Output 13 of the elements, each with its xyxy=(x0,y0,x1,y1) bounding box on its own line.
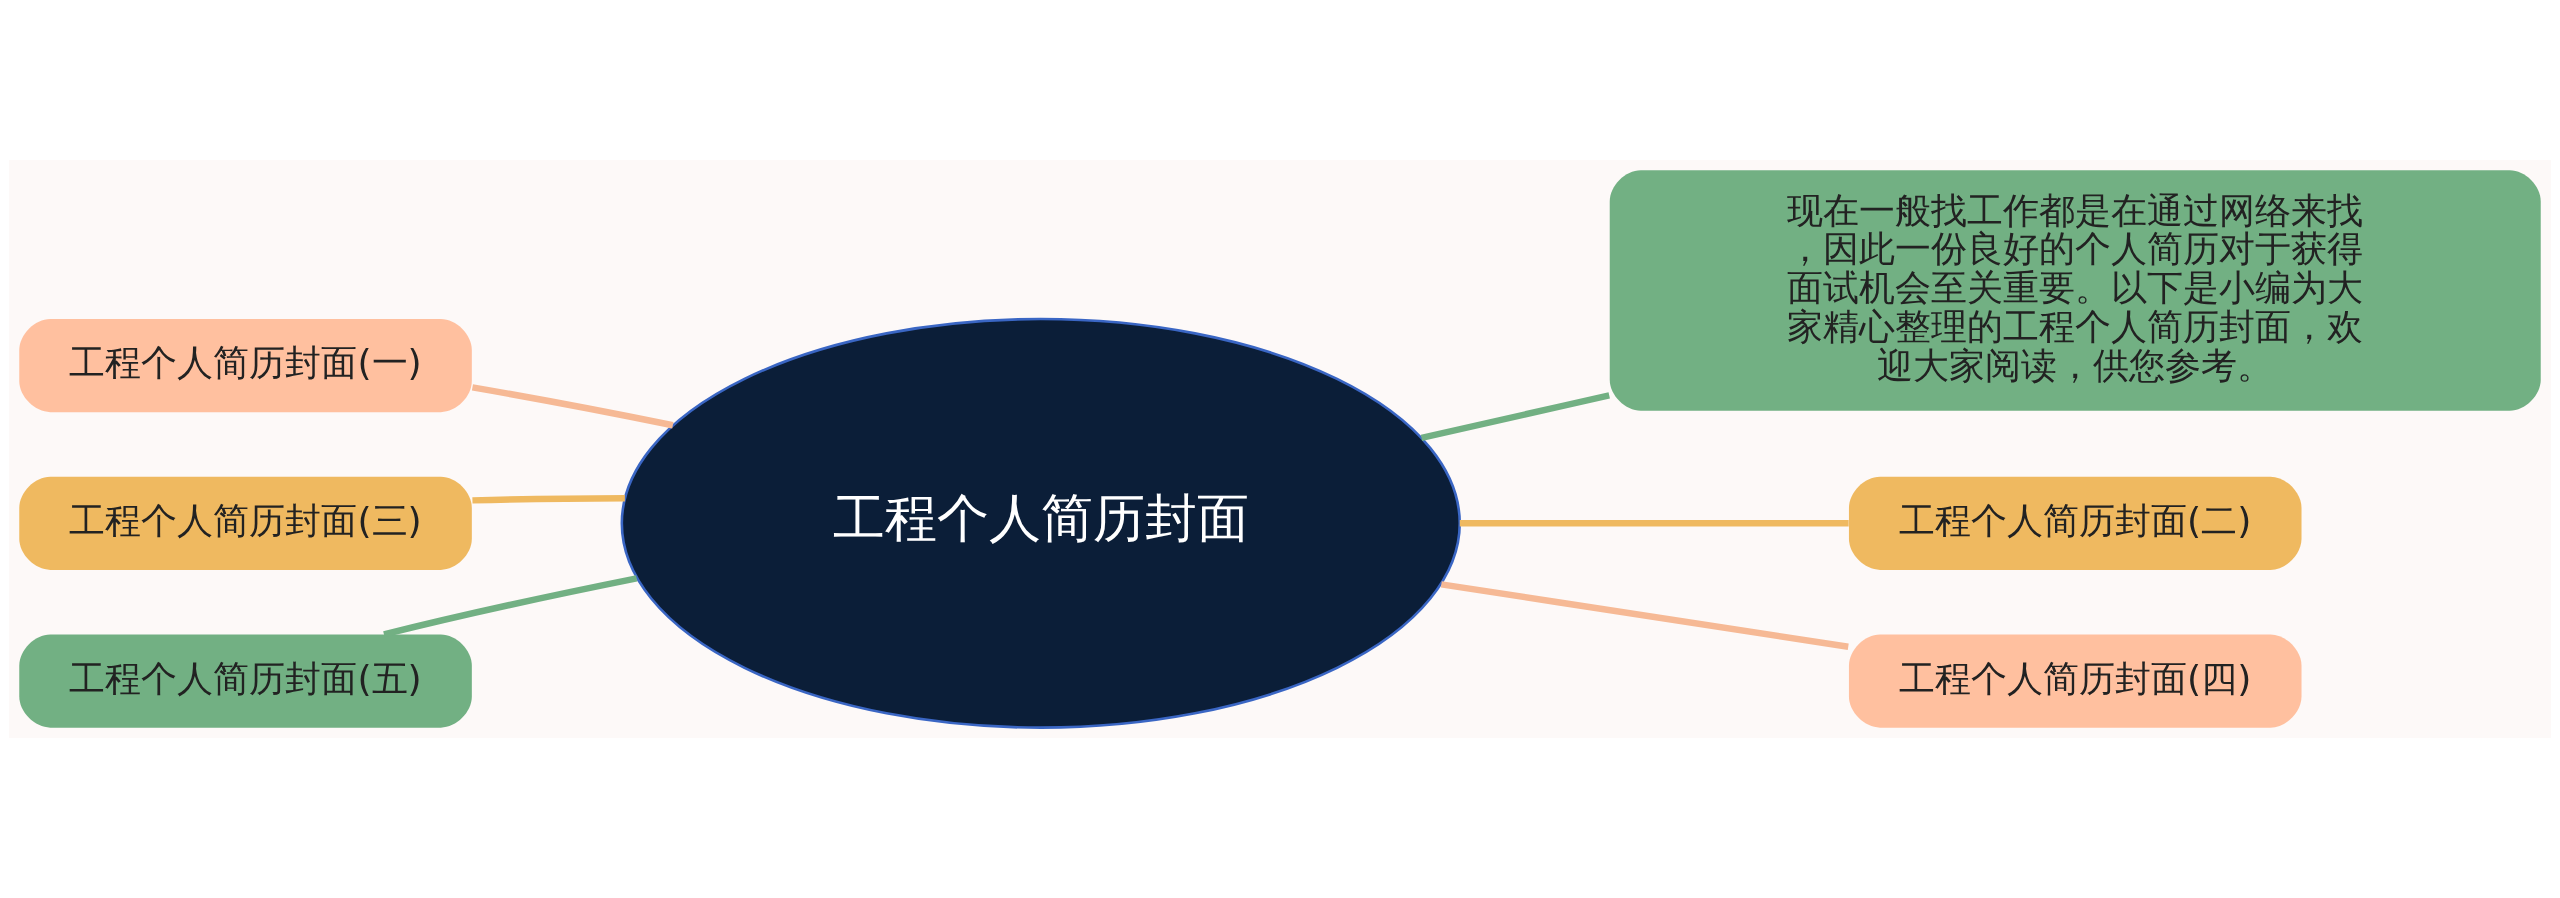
connector xyxy=(1440,581,1849,650)
connector xyxy=(472,494,625,504)
node-box: 工程个人简历封面(三) xyxy=(19,476,472,570)
node-box: 现在一般找工作都是在通过网络来找，因此一份良好的个人简历对于获得面试机会至关重要。以下是小编为大家精心整理的工程个人简历封面，欢迎大家阅读，供您参考。 xyxy=(1609,170,2541,411)
node-box: 工程个人简历封面(五) xyxy=(19,634,472,728)
node-ellipse: 工程个人简历封面 xyxy=(620,317,1462,729)
connector xyxy=(1459,520,1849,527)
connector xyxy=(383,575,638,638)
connector xyxy=(1420,392,1610,441)
connector xyxy=(471,384,674,429)
node-box: 工程个人简历封面(四) xyxy=(1848,634,2302,728)
node-box: 工程个人简历封面(一) xyxy=(19,319,472,413)
node-box: 工程个人简历封面(二) xyxy=(1848,476,2302,570)
